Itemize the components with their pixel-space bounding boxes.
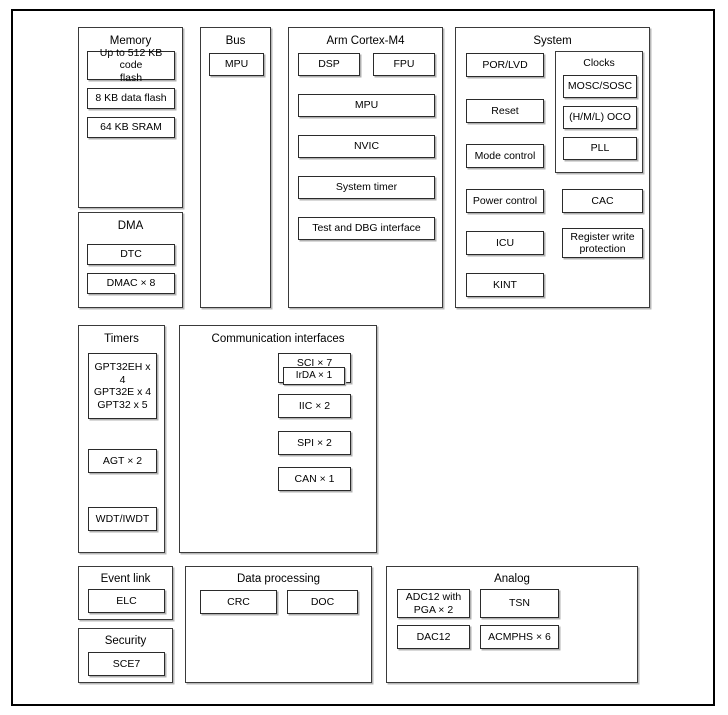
block-gpt32[interactable]: GPT32EH x 4 GPT32E x 4 GPT32 x 5 <box>88 353 157 419</box>
block-system-timer[interactable]: System timer <box>298 176 435 199</box>
block-sram[interactable]: 64 KB SRAM <box>87 117 175 138</box>
block-mosc-sosc[interactable]: MOSC/SOSC <box>563 75 637 98</box>
section-data-processing: Data processing CRC DOC <box>185 566 372 683</box>
section-analog: Analog ADC12 with PGA × 2 TSN DAC12 ACMP… <box>386 566 638 683</box>
block-elc[interactable]: ELC <box>88 589 165 613</box>
section-memory: Memory Up to 512 KB code flash 8 KB data… <box>78 27 183 208</box>
outer-frame <box>11 9 715 706</box>
section-title-timers: Timers <box>104 333 139 345</box>
block-dmac[interactable]: DMAC × 8 <box>87 273 175 294</box>
block-por-lvd[interactable]: POR/LVD <box>466 53 544 77</box>
section-dma: DMA DTC DMAC × 8 <box>78 212 183 308</box>
section-communication-interfaces: Communication interfaces SCI × 7 IrDA × … <box>179 325 377 553</box>
block-bus-mpu[interactable]: MPU <box>209 53 264 76</box>
block-test-dbg-interface[interactable]: Test and DBG interface <box>298 217 435 240</box>
block-hml-oco[interactable]: (H/M/L) OCO <box>563 106 637 129</box>
block-nvic[interactable]: NVIC <box>298 135 435 158</box>
block-data-flash[interactable]: 8 KB data flash <box>87 88 175 109</box>
block-icu[interactable]: ICU <box>466 231 544 255</box>
block-cac[interactable]: CAC <box>562 189 643 213</box>
subsection-clocks: Clocks MOSC/SOSC (H/M/L) OCO PLL <box>555 51 643 173</box>
block-pll[interactable]: PLL <box>563 137 637 160</box>
section-title-cpu: Arm Cortex-M4 <box>326 35 405 47</box>
section-title-bus: Bus <box>225 35 246 47</box>
section-title-analog: Analog <box>494 573 530 585</box>
section-event-link: Event link ELC <box>78 566 173 620</box>
section-security: Security SCE7 <box>78 628 173 683</box>
section-title-event-link: Event link <box>100 573 151 585</box>
section-title-security: Security <box>104 635 147 647</box>
block-cpu-mpu[interactable]: MPU <box>298 94 435 117</box>
block-power-control[interactable]: Power control <box>466 189 544 213</box>
block-reset[interactable]: Reset <box>466 99 544 123</box>
section-title-memory: Memory <box>109 35 152 47</box>
section-bus: Bus MPU <box>200 27 271 308</box>
block-register-write-protection[interactable]: Register write protection <box>562 228 643 258</box>
block-doc[interactable]: DOC <box>287 590 358 614</box>
block-spi[interactable]: SPI × 2 <box>278 431 351 455</box>
section-system: System POR/LVD Reset Mode control Power … <box>455 27 650 308</box>
section-title-data-processing: Data processing <box>236 573 321 585</box>
block-irda[interactable]: IrDA × 1 <box>283 367 345 385</box>
block-mode-control[interactable]: Mode control <box>466 144 544 168</box>
block-agt[interactable]: AGT × 2 <box>88 449 157 473</box>
block-kint[interactable]: KINT <box>466 273 544 297</box>
block-tsn[interactable]: TSN <box>480 589 559 618</box>
section-title-dma: DMA <box>117 220 144 232</box>
block-dsp[interactable]: DSP <box>298 53 360 76</box>
section-timers: Timers GPT32EH x 4 GPT32E x 4 GPT32 x 5 … <box>78 325 165 553</box>
block-acmphs[interactable]: ACMPHS × 6 <box>480 625 559 649</box>
subsection-title-clocks: Clocks <box>583 57 615 69</box>
block-fpu[interactable]: FPU <box>373 53 435 76</box>
block-can[interactable]: CAN × 1 <box>278 467 351 491</box>
block-code-flash[interactable]: Up to 512 KB code flash <box>87 47 175 84</box>
block-dtc[interactable]: DTC <box>87 244 175 265</box>
block-sce7[interactable]: SCE7 <box>88 652 165 676</box>
block-iic[interactable]: IIC × 2 <box>278 394 351 418</box>
block-adc12-pga[interactable]: ADC12 with PGA × 2 <box>397 589 470 618</box>
block-wdt-iwdt[interactable]: WDT/IWDT <box>88 507 157 531</box>
block-dac12[interactable]: DAC12 <box>397 625 470 649</box>
block-crc[interactable]: CRC <box>200 590 277 614</box>
section-cpu: Arm Cortex-M4 DSP FPU MPU NVIC System ti… <box>288 27 443 308</box>
section-title-system: System <box>533 35 572 47</box>
section-title-communication-interfaces: Communication interfaces <box>211 333 345 345</box>
